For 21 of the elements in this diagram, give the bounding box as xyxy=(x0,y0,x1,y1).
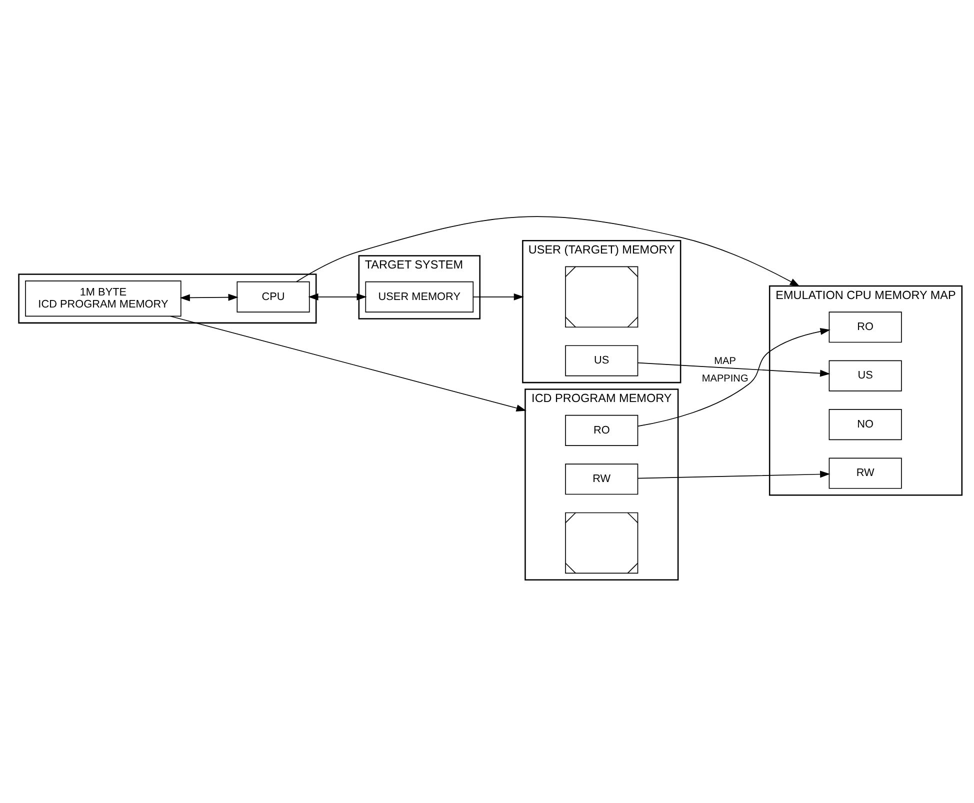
node-box: US xyxy=(565,345,638,376)
node-box: RW xyxy=(565,464,638,495)
arrow xyxy=(296,216,800,287)
node-box: CPU xyxy=(236,281,310,312)
node-box: NO xyxy=(828,409,902,440)
edge-label: MAP xyxy=(714,356,736,367)
arrow xyxy=(180,294,238,302)
arrow xyxy=(637,470,830,479)
arrow xyxy=(637,328,830,427)
arrow xyxy=(308,293,367,300)
arrow xyxy=(170,316,526,412)
cluster xyxy=(18,274,317,324)
node-box: RO xyxy=(828,312,902,343)
arrow xyxy=(472,293,524,300)
arrow xyxy=(637,362,830,377)
node-box: US xyxy=(828,360,902,392)
node-box: 1M BYTE ICD PROGRAM MEMORY xyxy=(25,280,182,317)
node-box: USER MEMORY xyxy=(365,281,474,312)
node-box: RW xyxy=(828,458,902,489)
edge-label: MAPPING xyxy=(702,373,748,384)
node-box: RO xyxy=(565,414,638,446)
